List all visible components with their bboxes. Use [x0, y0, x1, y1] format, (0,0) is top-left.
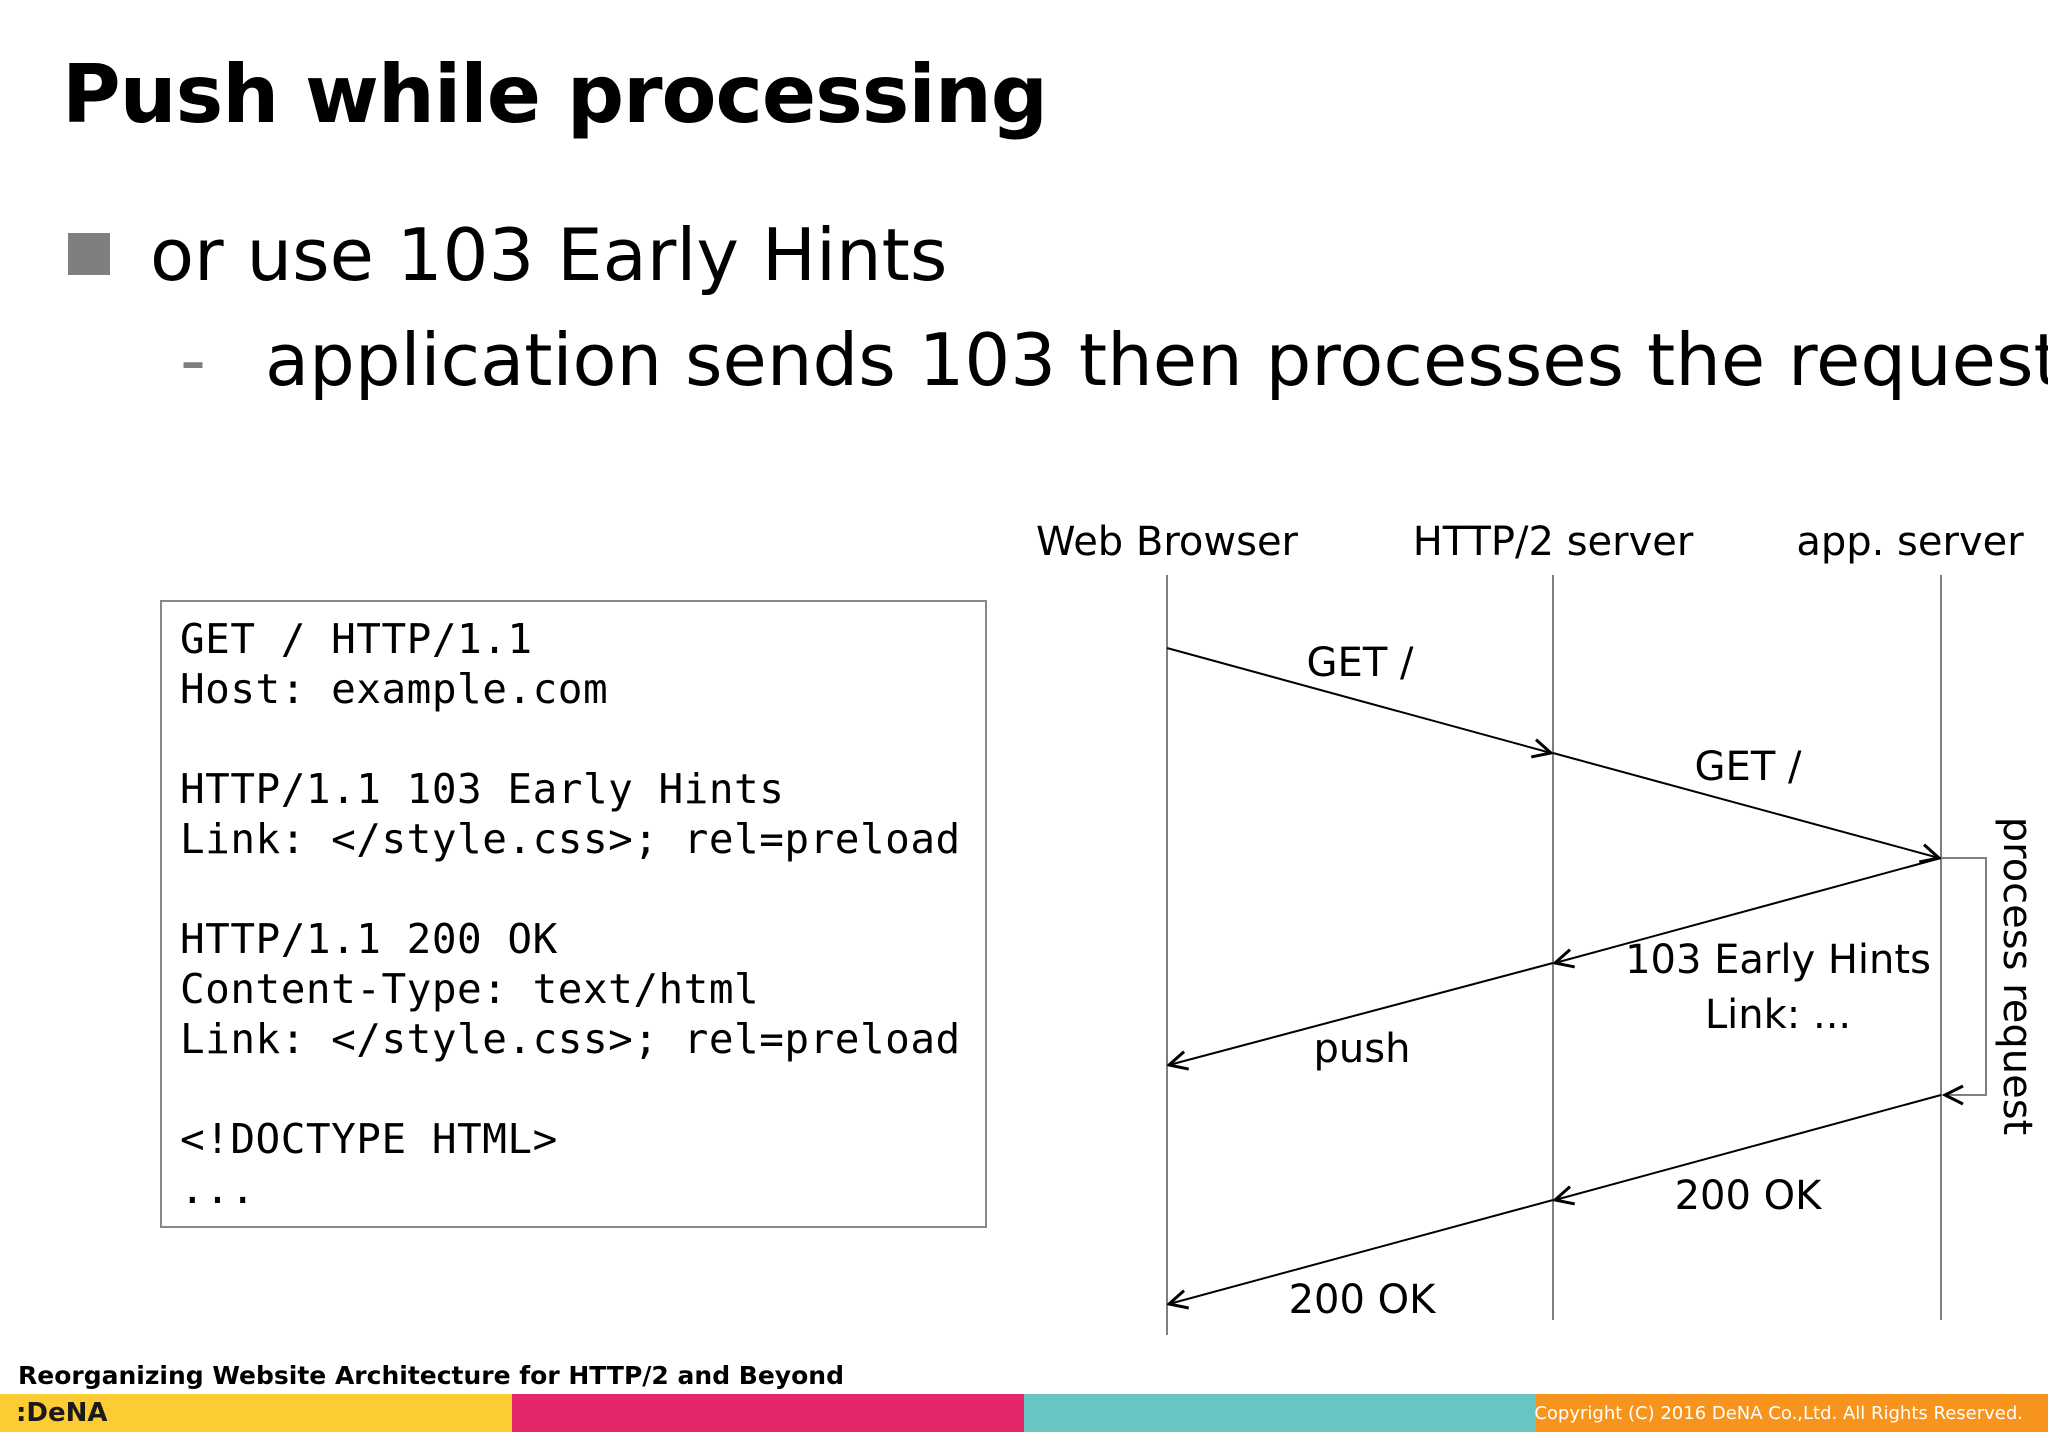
actor-http2-server: HTTP/2 server	[1413, 519, 1694, 565]
code-line: Link: </style.css>; rel=preload	[180, 1015, 961, 1063]
sub-bullet-dash: -	[180, 318, 206, 402]
code-line: Link: </style.css>; rel=preload	[180, 815, 961, 863]
code-line: HTTP/1.1 200 OK	[180, 915, 558, 963]
copyright-text: Copyright (C) 2016 DeNA Co.,Ltd. All Rig…	[1534, 1403, 2023, 1424]
label-get-2: GET /	[1695, 744, 1802, 790]
presentation-title: Reorganizing Website Architecture for HT…	[18, 1361, 844, 1390]
arrow-103-app-to-h2	[1555, 857, 1942, 963]
actor-web-browser: Web Browser	[1036, 519, 1299, 565]
process-request-arrowhead	[1941, 1084, 1964, 1106]
code-line: Host: example.com	[180, 665, 609, 713]
footer-color-bar	[0, 1394, 2048, 1432]
process-request-bracket	[1941, 857, 1987, 1096]
label-200-ok-2: 200 OK	[1289, 1277, 1438, 1323]
arrow-get-browser-to-h2	[1166, 647, 1551, 753]
label-200-ok-1: 200 OK	[1675, 1173, 1824, 1219]
bullet-item: or use 103 Early Hints	[68, 205, 1968, 305]
code-line: GET / HTTP/1.1	[180, 615, 533, 663]
bullet-text: or use 103 Early Hints	[150, 213, 948, 297]
arrow-push-h2-to-browser	[1169, 962, 1554, 1065]
dena-logo: :DeNA	[16, 1398, 108, 1428]
footer-segment-teal	[1024, 1394, 1536, 1432]
code-line: HTTP/1.1 103 Early Hints	[180, 765, 785, 813]
slide-title: Push while processing	[62, 48, 1048, 141]
bullet-square-icon	[68, 233, 110, 275]
label-103-link: Link: ...	[1705, 992, 1851, 1038]
footer-segment-orange	[1536, 1394, 2048, 1432]
code-line: ...	[180, 1165, 256, 1213]
code-line: Content-Type: text/html	[180, 965, 760, 1013]
arrow-200-app-to-h2	[1555, 1094, 1942, 1200]
code-line: <!DOCTYPE HTML>	[180, 1115, 558, 1163]
process-request-label: process request	[1994, 817, 2040, 1135]
sub-bullet-item: - application sends 103 then processes t…	[180, 310, 2048, 410]
footer-segment-pink	[512, 1394, 1024, 1432]
label-push: push	[1314, 1026, 1411, 1072]
label-get-1: GET /	[1307, 640, 1414, 686]
actor-app-server: app. server	[1796, 519, 2024, 565]
http-code-box: GET / HTTP/1.1 Host: example.com HTTP/1.…	[160, 600, 987, 1228]
label-103-early-hints: 103 Early Hints	[1625, 937, 1931, 983]
arrow-get-h2-to-app	[1552, 752, 1939, 858]
sub-bullet-text: application sends 103 then processes the…	[265, 318, 2048, 402]
footer-segment-yellow	[0, 1394, 512, 1432]
arrow-200-h2-to-browser	[1169, 1199, 1554, 1304]
